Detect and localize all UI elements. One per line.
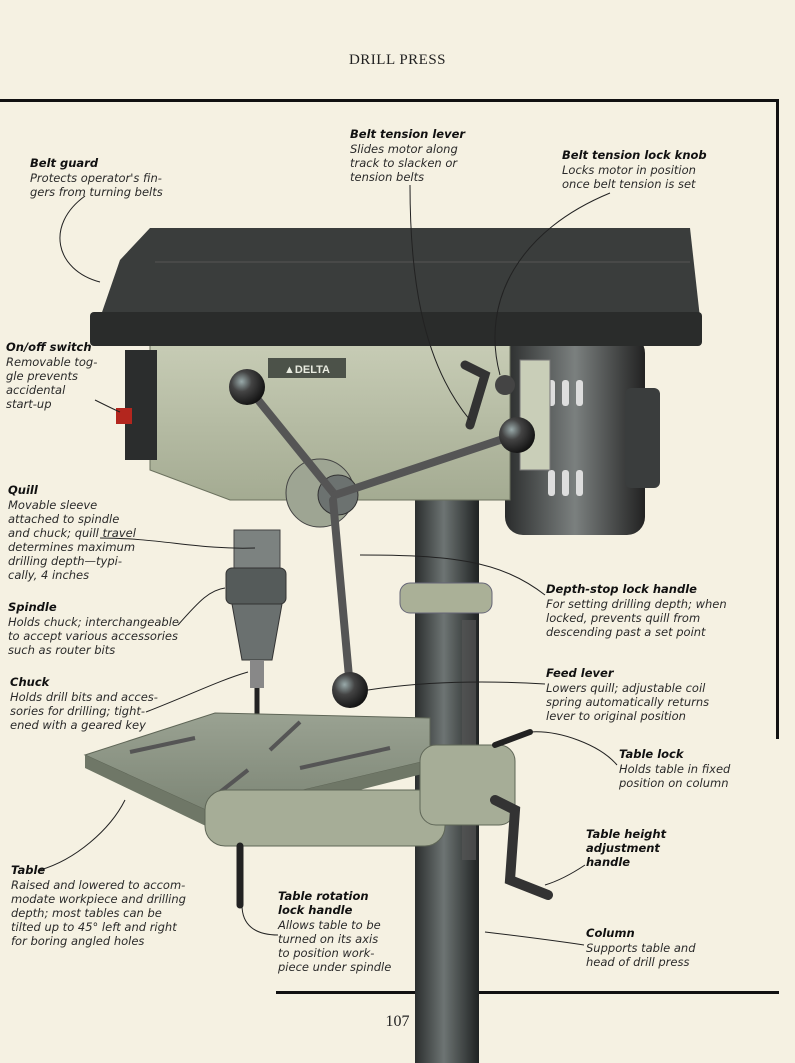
label-desc: Movable sleeve attached to spindle and c… [8,498,136,582]
spindle-chuck-shape [225,529,287,765]
label-table: Table Raised and lowered to accom- modat… [11,863,186,948]
label-belt-tension-lock-knob: Belt tension lock knob Locks motor in po… [562,148,707,191]
label-title: Spindle [8,600,57,614]
label-desc: Lowers quill; adjustable coil spring aut… [546,681,710,723]
label-belt-tension-lever: Belt tension lever Slides motor along tr… [350,127,465,184]
page-header: DRILL PRESS [348,52,447,68]
label-desc: Removable tog- gle prevents accidental s… [6,355,98,411]
label-table-lock: Table lock Holds table in fixed position… [619,747,730,790]
label-quill: Quill Movable sleeve attached to spindle… [8,483,136,582]
label-title: Belt tension lever [350,127,466,141]
label-depth-stop-lock-handle: Depth-stop lock handle For setting drill… [546,582,727,639]
label-desc: Allows table to be turned on its axis to… [278,918,392,974]
brand-logo: ▲DELTA [284,364,330,376]
label-title: Feed lever [546,666,614,680]
label-title: Table [11,863,46,877]
label-title: Belt guard [30,156,99,170]
label-title: Table lock [619,747,684,761]
label-chuck: Chuck Holds drill bits and acces- sories… [10,675,158,732]
label-belt-guard: Belt guard Protects operator's fin- gers… [30,156,163,199]
leader-lines [39,184,618,946]
label-desc: Raised and lowered to accom- modate work… [11,878,186,948]
label-spindle: Spindle Holds chuck; interchangeable to … [8,600,179,657]
label-title: Depth-stop lock handle [546,582,697,596]
label-desc: Protects operator's fin- gers from turni… [30,171,163,199]
label-title: Table height adjustment handle [586,827,667,869]
label-desc: Supports table and head of drill press [586,941,696,969]
collar-shape [399,582,493,614]
label-desc: Holds table in fixed position on column [619,762,731,790]
label-desc: Slides motor along track to slacken or t… [350,142,458,184]
label-feed-lever: Feed lever Lowers quill; adjustable coil… [546,666,709,723]
table-shape [83,712,553,909]
label-on-off-switch: On/off switch Removable tog- gle prevent… [6,340,97,411]
label-title: Table rotation lock handle [278,889,369,917]
label-table-height-adjustment-handle: Table height adjustment handle [586,827,666,870]
label-desc: Locks motor in position once belt tensio… [562,163,696,191]
label-title: Belt tension lock knob [562,148,707,162]
right-rule [776,99,779,739]
label-desc: For setting drilling depth; when locked,… [546,597,727,639]
feed-lever-shape [229,360,535,708]
label-title: On/off switch [6,340,92,354]
label-title: Column [586,926,635,940]
label-column: Column Supports table and head of drill … [586,926,696,969]
label-table-rotation-lock-handle: Table rotation lock handle Allows table … [278,889,391,974]
label-desc: Holds chuck; interchangeable to accept v… [8,615,179,657]
top-rule [0,99,779,102]
label-title: Chuck [10,675,50,689]
belt-guard-shape [90,228,702,346]
label-desc: Holds drill bits and acces- sories for d… [10,690,158,732]
label-title: Quill [8,483,38,497]
page-number: 107 [385,1013,410,1030]
bottom-rule [276,991,779,994]
